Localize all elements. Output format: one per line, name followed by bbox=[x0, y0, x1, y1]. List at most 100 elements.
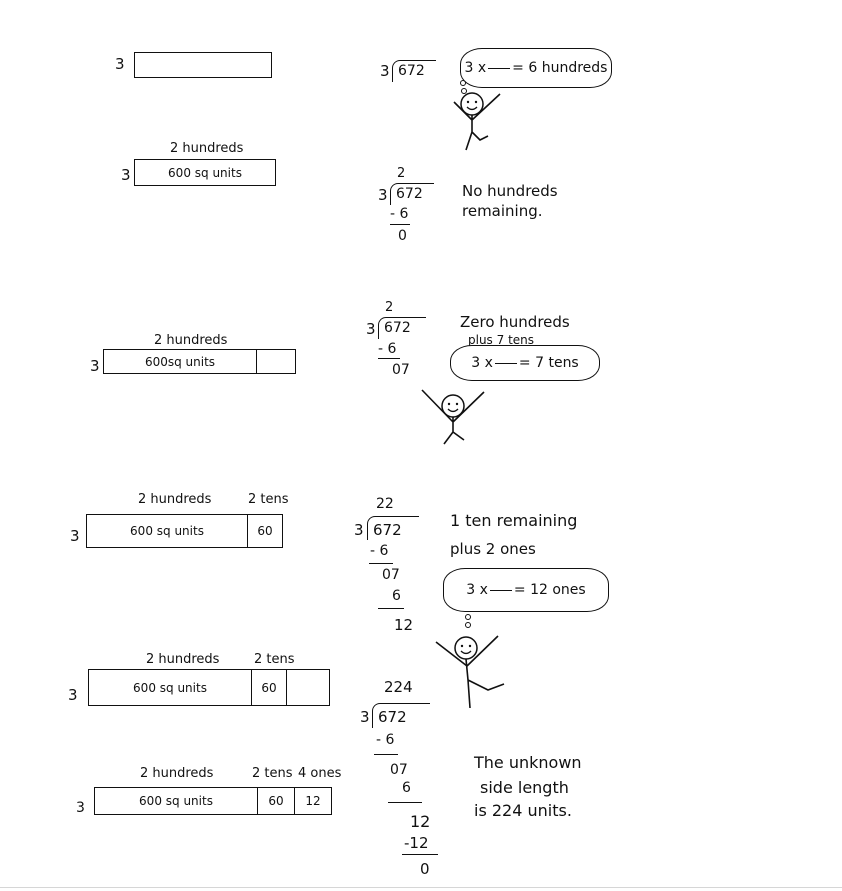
work-line: 07 bbox=[390, 762, 408, 778]
side-label: 3 bbox=[90, 357, 100, 375]
hundreds-area: 600 sq units bbox=[168, 165, 242, 180]
quotient: 2 bbox=[397, 166, 406, 181]
hundreds-area: 600sq units bbox=[144, 354, 216, 369]
tens-area: 60 bbox=[251, 670, 287, 705]
work-line: 12 bbox=[394, 616, 414, 634]
thought-cloud: 3 x = 7 tens bbox=[450, 345, 600, 381]
side-label: 3 bbox=[76, 800, 85, 816]
thought-dot bbox=[460, 80, 466, 86]
subtraction-rule bbox=[374, 754, 398, 755]
ones-section bbox=[287, 670, 329, 705]
note-line: plus 7 tens bbox=[468, 333, 535, 347]
side-label: 3 bbox=[115, 55, 125, 73]
stick-figure-icon bbox=[453, 92, 501, 151]
division-bracket bbox=[367, 516, 419, 540]
long-division: 2 3 672 - 6 0 bbox=[372, 166, 442, 256]
hundreds-label: 2 hundreds bbox=[146, 652, 220, 667]
side-label: 3 bbox=[70, 527, 80, 545]
stick-figure-icon bbox=[421, 389, 485, 445]
area-model-rectangle: 600 sq units 60 bbox=[86, 514, 283, 548]
work-line: - 6 bbox=[390, 206, 409, 222]
thought-prefix: 3 x bbox=[464, 60, 487, 76]
subtraction-rule bbox=[378, 358, 400, 359]
division-bracket bbox=[390, 183, 434, 205]
dividend: 672 bbox=[373, 521, 402, 539]
note-line: Zero hundreds bbox=[460, 313, 570, 331]
thought-cloud: 3 x = 6 hundreds bbox=[460, 48, 612, 88]
work-line: 6 bbox=[392, 588, 401, 604]
ones-label: 4 ones bbox=[298, 766, 342, 781]
note-line: side length bbox=[480, 778, 569, 797]
quotient: 22 bbox=[376, 496, 394, 512]
area-model-rectangle: 600 sq units 60 12 bbox=[94, 787, 332, 815]
note-line: The unknown bbox=[474, 753, 582, 772]
thought-dot bbox=[461, 88, 467, 94]
subtraction-rule bbox=[369, 563, 393, 564]
answer-blank bbox=[489, 589, 512, 591]
subtraction-rule bbox=[378, 608, 404, 609]
subtraction-rule bbox=[390, 224, 410, 225]
hundreds-label: 2 hundreds bbox=[140, 766, 214, 781]
thought-dot bbox=[465, 614, 471, 620]
subtraction-rule bbox=[388, 802, 422, 803]
work-line: 6 bbox=[402, 780, 411, 796]
tens-label: 2 tens bbox=[248, 492, 289, 507]
note-line: is 224 units. bbox=[474, 801, 572, 820]
answer-blank bbox=[488, 67, 511, 69]
area-model-rectangle: 600 sq units 60 bbox=[88, 669, 330, 706]
thought-suffix: = 6 hundreds bbox=[512, 60, 608, 76]
tens-label: 2 tens bbox=[252, 766, 293, 781]
dividend: 672 bbox=[384, 320, 411, 336]
quotient: 224 bbox=[384, 678, 413, 696]
divisor: 3 bbox=[360, 708, 370, 726]
thought-cloud: 3 x = 12 ones bbox=[443, 568, 609, 612]
long-division: 2 3 672 - 6 07 bbox=[364, 300, 434, 390]
division-bracket bbox=[372, 703, 430, 728]
divisor: 3 bbox=[354, 521, 364, 539]
long-division: 224 3 672 - 6 07 6 12 -12 0 bbox=[358, 678, 448, 878]
thought-suffix: = 12 ones bbox=[513, 582, 586, 598]
thought-dot bbox=[465, 622, 471, 628]
work-line: 07 bbox=[392, 362, 410, 378]
page-divider bbox=[0, 887, 842, 888]
division-bracket bbox=[378, 317, 426, 339]
area-model-rectangle: 600sq units bbox=[103, 349, 296, 374]
dividend: 672 bbox=[378, 708, 407, 726]
division-bracket bbox=[392, 60, 436, 82]
dividend: 672 bbox=[396, 186, 423, 202]
note-line: 1 ten remaining bbox=[450, 511, 578, 530]
thought-prefix: 3 x bbox=[471, 355, 493, 371]
ones-area: 12 bbox=[305, 794, 321, 808]
thought-suffix: = 7 tens bbox=[518, 355, 579, 371]
stick-figure-icon bbox=[435, 635, 505, 709]
work-line: - 6 bbox=[378, 341, 397, 357]
hundreds-area: 600 sq units bbox=[130, 524, 204, 538]
work-line: -12 bbox=[404, 834, 429, 852]
work-line: - 6 bbox=[376, 732, 395, 748]
hundreds-area: 600 sq units bbox=[133, 680, 207, 695]
thought-prefix: 3 x bbox=[466, 582, 488, 598]
hundreds-label: 2 hundreds bbox=[138, 492, 212, 507]
divisor: 3 bbox=[380, 62, 390, 80]
work-line: 07 bbox=[382, 567, 400, 583]
subtraction-rule bbox=[402, 854, 438, 855]
note-line: plus 2 ones bbox=[450, 540, 536, 558]
hundreds-area: 600 sq units bbox=[139, 794, 213, 808]
quotient: 2 bbox=[385, 300, 394, 315]
note-line: No hundreds bbox=[462, 182, 558, 200]
hundreds-label: 2 hundreds bbox=[154, 333, 228, 348]
area-model-rectangle: 600 sq units bbox=[134, 159, 276, 186]
tens-area: 60 bbox=[257, 788, 295, 814]
long-division: 22 3 672 - 6 07 6 12 bbox=[352, 496, 432, 641]
divisor: 3 bbox=[366, 320, 376, 338]
hundreds-label: 2 hundreds bbox=[170, 141, 244, 156]
side-label: 3 bbox=[121, 166, 131, 184]
dividend: 672 bbox=[398, 63, 425, 79]
divisor: 3 bbox=[378, 186, 388, 204]
tens-section bbox=[256, 350, 295, 373]
work-line: 0 bbox=[420, 860, 430, 878]
side-label: 3 bbox=[68, 686, 78, 704]
tens-label: 2 tens bbox=[254, 652, 295, 667]
answer-blank bbox=[494, 362, 517, 364]
area-model-rectangle bbox=[134, 52, 272, 78]
